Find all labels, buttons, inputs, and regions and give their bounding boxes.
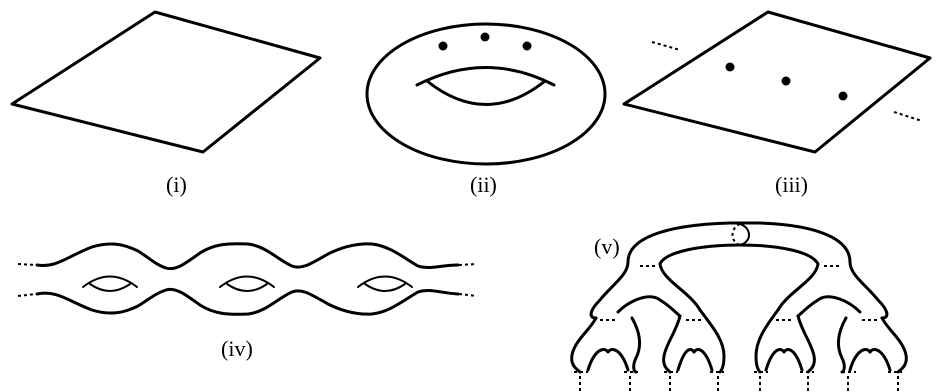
tree-right-outer (848, 260, 889, 320)
panel-iv-label: (iv) (221, 336, 253, 361)
pants-outer (662, 314, 682, 374)
chain-end-dashes (17, 293, 37, 297)
chain-end-dashes (458, 293, 478, 297)
tree-right-body (776, 262, 820, 312)
puncture-dot (838, 91, 848, 101)
chain-end-dashes (17, 263, 37, 266)
handle-hole (82, 275, 138, 288)
panel-ii-label: (ii) (470, 172, 497, 197)
chain-upper-boundary (35, 242, 460, 271)
handle-hole (219, 275, 275, 288)
tree-top-outer (626, 221, 852, 264)
panel-i: (i) (10, 10, 322, 197)
puncture-dot (438, 41, 448, 51)
pants-crotch (586, 347, 630, 372)
tree-right-crotch (796, 295, 862, 318)
handle-hole (364, 283, 406, 292)
tree-left-crotch (616, 295, 682, 318)
top-seam (739, 223, 750, 246)
torus-hole-upper (415, 66, 556, 87)
tree-left-outer (589, 260, 630, 320)
pants-outer (837, 316, 848, 374)
panel-i-label: (i) (166, 172, 187, 197)
pants-crotch (676, 347, 714, 372)
puncture-dot (522, 41, 532, 51)
panel-v: (v) (570, 221, 908, 391)
panel-v-label: (v) (594, 234, 620, 259)
panel-ii: (ii) (365, 22, 607, 197)
puncture-dot (781, 76, 791, 86)
continuation-dashes (651, 41, 681, 51)
pants-outer (630, 316, 641, 374)
tree-top-inner (658, 243, 820, 266)
top-seam-hidden (731, 223, 741, 246)
pants-crotch (848, 347, 892, 372)
pants-outer (570, 316, 598, 374)
plane-parallelogram (622, 10, 932, 154)
pants-outer (796, 314, 816, 374)
handle-hole (89, 283, 131, 292)
chain-end-dashes (458, 263, 478, 266)
puncture-dot (480, 32, 490, 42)
pants-outer (880, 316, 908, 374)
chain-lower-boundary (35, 287, 460, 316)
pants-crotch (764, 347, 804, 372)
torus-hole-lower (425, 79, 547, 106)
panel-iv: (iv) (17, 242, 478, 361)
panel-iii: (iii) (622, 10, 932, 197)
pants-outer (698, 308, 726, 374)
puncture-dot (725, 62, 735, 72)
continuation-dashes (893, 111, 923, 122)
panel-iii-label: (iii) (775, 172, 808, 197)
pants-outer (754, 308, 780, 374)
tree-left-body (658, 262, 702, 312)
torus-outline (365, 22, 607, 166)
handle-hole (226, 283, 268, 292)
plane-parallelogram (10, 10, 322, 154)
handle-hole (357, 275, 413, 288)
